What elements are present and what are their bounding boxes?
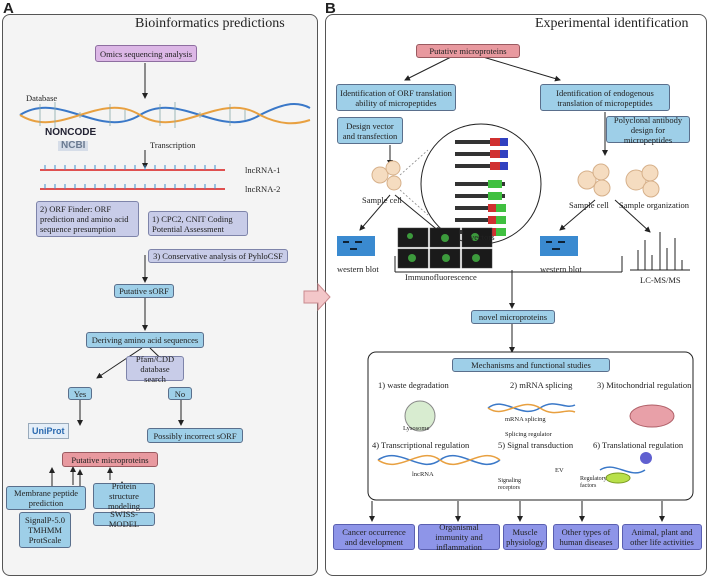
ev-label: EV [555,467,564,474]
design-vector-box: Design vector and transfection [337,117,403,144]
putative-microproteins-b-box: Putative microproteins [416,44,520,58]
vectors-label: vectors [470,232,495,242]
mech-signal-transduction: 5) Signal transduction [498,440,574,450]
database-label: Database [26,93,58,103]
omics-sequencing-box: Omics sequencing analysis [95,45,197,62]
noncode-logo: NONCODE [45,127,97,138]
outcome-cancer: Cancer occurrence and development [333,524,415,550]
western-blot-right-label: western blot [540,264,582,274]
no-box: No [168,387,192,400]
western-blot-left-label: western blot [337,264,379,274]
putative-microproteins-a-box: Putative microproteins [62,452,158,467]
splicing-regulator-label: Splicing regulator [505,431,552,438]
sample-cell-right-label: Sample cell [569,200,609,210]
endogenous-translation-box: Identification of endogenous translation… [540,84,670,111]
ncbi-logo: NCBI [58,141,89,151]
panel-b-letter: B [325,0,336,17]
lysosome-label: Lysosome [403,425,430,432]
orf-translation-ability-box: Identification of ORF translation abilit… [336,84,456,111]
transcription-label: Transcription [150,140,196,150]
mech-translational: 6) Translational regulation [593,440,684,450]
possibly-incorrect-sorf-box: Possibly incorrect sORF [147,428,243,443]
immunofluorescence-label: Immunofluorescence [405,272,477,282]
sample-cell-left-label: Sample cell [362,195,402,205]
phylocsf-box: 3) Conservative analysis of PyhloCSF [148,249,288,263]
cpc2-cnit-box: 1) CPC2, CNIT Coding Potential Assessmen… [148,211,248,236]
lncrna-2-label: lncRNA-2 [245,184,281,194]
outcome-immunity: Organismal immunity and inflammation [418,522,500,552]
mrna-splicing-label: mRNA splicing [505,416,546,423]
mech-waste-degradation: 1) waste degradation [378,380,449,390]
polyclonal-antibody-box: Polyclonal antibody design for micropept… [606,115,690,145]
deriving-amino-acid-box: Deriving amino acid sequences [86,332,204,348]
panel-a-title: Bioinformatics predictions [135,16,285,31]
mech-mrna-splicing: 2) mRNA splicing [510,380,573,390]
putative-sorf-box: Putative sORF [114,284,174,298]
lncrna-1-label: lncRNA-1 [245,165,281,175]
signaling-receptors-label: Signaling receptors [498,478,522,491]
mechanisms-title-box: Mechanisms and functional studies [452,358,610,372]
novel-microproteins-box: novel microproteins [471,310,555,324]
lcms-label: LC-MS/MS [640,275,681,285]
sample-organization-label: Sample organization [619,200,689,210]
orf-finder-box: 2) ORF Finder: ORF prediction and amino … [36,201,139,237]
protein-structure-box: Protein structure modeling [93,481,155,511]
panel-a-letter: A [3,0,14,17]
lncrna-mech-label: lncRNA [412,471,434,478]
yes-box: Yes [68,387,92,400]
mech-transcriptional: 4) Transcriptional regulation [372,440,470,450]
pfam-cdd-box: Pfam/CDD database search [126,354,184,384]
membrane-peptide-box: Membrane peptide prediction [6,486,86,510]
outcome-muscle: Muscle physiology [503,524,547,550]
regulatory-factors-label: Regulatory factors [580,476,607,489]
uniprot-logo: UniProt [28,423,69,439]
panel-b-title: Experimental identification [535,16,689,31]
signalp-tmhmm-box: SignalP-5.0 TMHMM ProtScale [19,512,71,548]
outcome-human-diseases: Other types of human diseases [553,524,619,550]
mech-mitochondrial: 3) Mitochondrial regulation [597,380,692,390]
outcome-life-activities: Animal, plant and other life activities [622,524,702,550]
swiss-model-box: SWISS-MODEL [93,509,155,529]
